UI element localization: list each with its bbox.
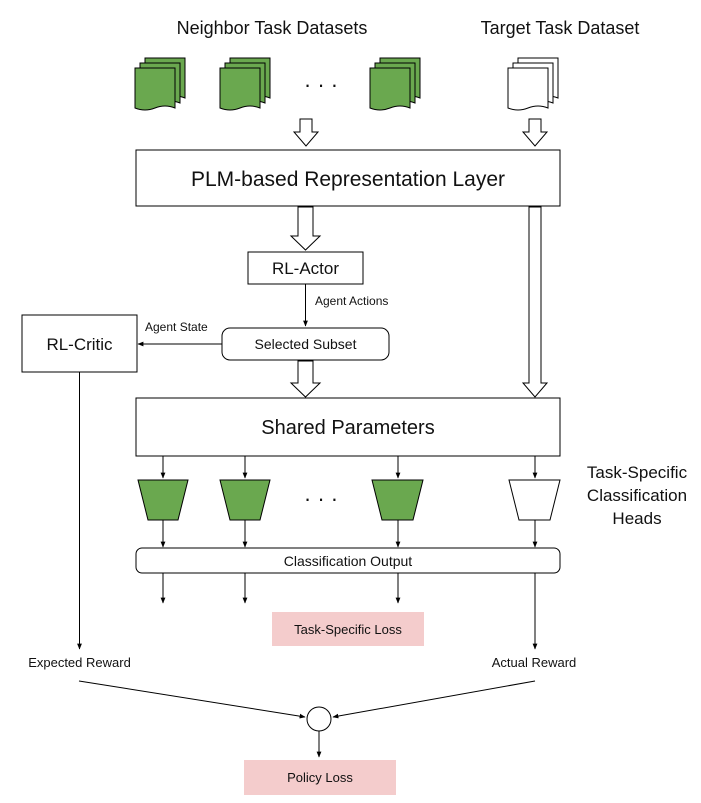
rl-actor-box xyxy=(247,251,364,285)
policy-loss-box xyxy=(244,760,396,795)
classification-head-2 xyxy=(219,479,271,521)
classification-output-label: Classification Output xyxy=(284,553,413,569)
selected-subset-label: Selected Subset xyxy=(255,336,357,352)
target-dataset-title: Target Task Dataset xyxy=(481,18,640,38)
classification-head-target xyxy=(508,479,561,521)
target-to-plm-arrow xyxy=(521,118,549,147)
classification-output-box xyxy=(135,547,561,574)
expected-reward-to-node xyxy=(78,680,306,719)
task-specific-loss-label: Task-Specific Loss xyxy=(294,622,402,637)
classification-head-1 xyxy=(137,479,189,521)
shared-parameters-box xyxy=(135,397,561,457)
target-dataset-icon xyxy=(507,57,559,111)
subset-to-shared-arrow xyxy=(289,360,322,398)
task-specific-loss-box xyxy=(272,612,424,646)
plm-representation-layer xyxy=(135,149,561,207)
heads-label-line-2: Classification xyxy=(587,486,687,505)
rl-critic-label: RL-Critic xyxy=(46,335,113,354)
expected-reward-label: Expected Reward xyxy=(28,655,131,670)
plm-layer-label: PLM-based Representation Layer xyxy=(191,168,505,191)
agent-actions-label: Agent Actions xyxy=(315,294,388,308)
heads-label-line-3: Heads xyxy=(612,509,661,528)
plm-to-shared-arrow xyxy=(521,206,549,398)
datasets-ellipsis: · · · xyxy=(304,72,338,97)
neighbor-dataset-icon-3 xyxy=(369,57,421,111)
neighbor-to-plm-arrow xyxy=(292,118,320,147)
heads-ellipsis: · · · xyxy=(304,486,338,511)
actual-reward-label: Actual Reward xyxy=(492,655,577,670)
policy-loss-label: Policy Loss xyxy=(287,770,353,785)
heads-label-line-1: Task-Specific xyxy=(587,463,688,482)
rl-actor-label: RL-Actor xyxy=(272,259,339,278)
plm-to-actor-arrow xyxy=(289,206,322,251)
shared-parameters-label: Shared Parameters xyxy=(261,417,434,439)
combine-node xyxy=(306,706,332,732)
neighbor-datasets-title: Neighbor Task Datasets xyxy=(177,18,368,38)
actual-reward-to-node xyxy=(332,680,536,719)
neighbor-dataset-icon-1 xyxy=(134,57,186,111)
agent-state-label: Agent State xyxy=(145,320,208,334)
classification-head-3 xyxy=(371,479,424,521)
neighbor-dataset-icon-2 xyxy=(219,57,271,111)
